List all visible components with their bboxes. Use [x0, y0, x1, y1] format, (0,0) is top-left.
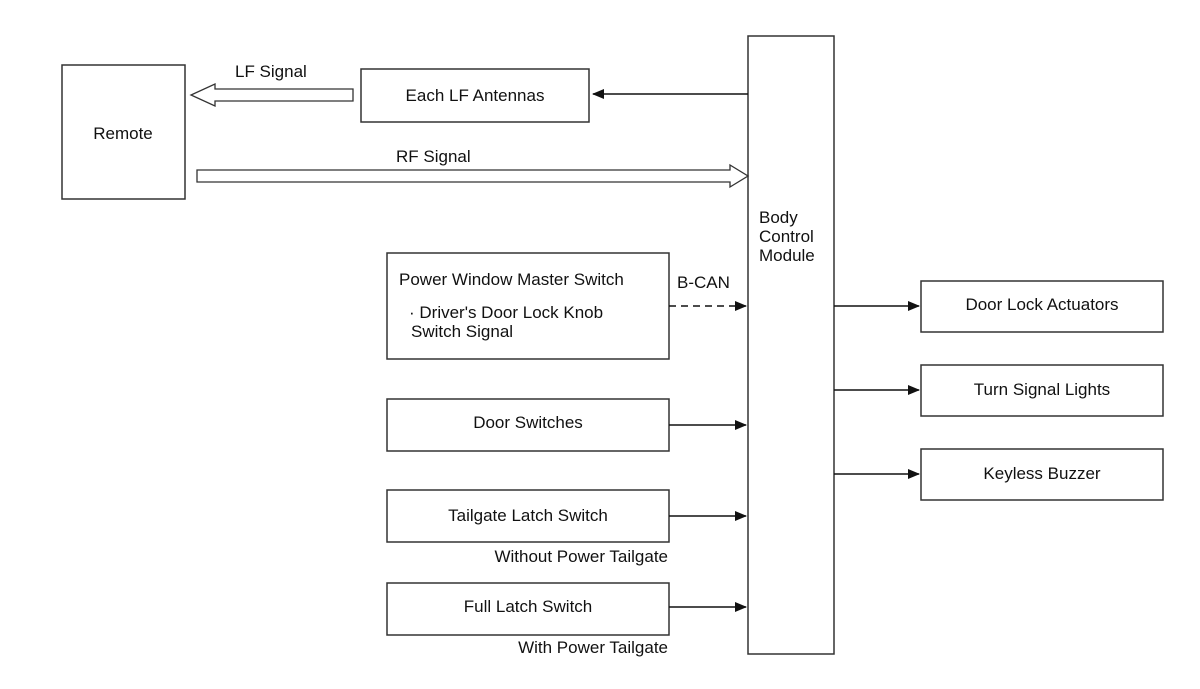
- pwm-sub-line-2: Switch Signal: [411, 322, 513, 341]
- tailgate-latch-switch-block: Tailgate Latch Switch: [386, 489, 670, 543]
- door-switches-label: Door Switches: [473, 413, 583, 432]
- lf-signal-label: LF Signal: [235, 62, 307, 81]
- door-lock-actuators-block: Door Lock Actuators: [920, 280, 1164, 333]
- full-latch-switch-label: Full Latch Switch: [464, 597, 593, 616]
- lf-antennas-label: Each LF Antennas: [406, 86, 545, 105]
- remote-block: Remote: [61, 64, 186, 200]
- with-power-tailgate-note: With Power Tailgate: [518, 638, 668, 657]
- bcan-label: B-CAN: [677, 273, 730, 292]
- rf-signal-hollow-arrow: [196, 163, 750, 189]
- turn-signal-lights-label: Turn Signal Lights: [974, 380, 1110, 399]
- bcm-label-line-3: Module: [759, 246, 815, 265]
- pwm-title: Power Window Master Switch: [399, 270, 624, 289]
- without-power-tailgate-note: Without Power Tailgate: [494, 547, 668, 566]
- pwm-sub-line-1: · Driver's Door Lock Knob: [409, 303, 603, 322]
- bcm-label-line-2: Control: [759, 227, 814, 246]
- lf-antennas-block: Each LF Antennas: [360, 68, 590, 123]
- power-window-master-switch-block: Power Window Master Switch · Driver's Do…: [386, 252, 670, 360]
- tailgate-latch-switch-label: Tailgate Latch Switch: [448, 506, 608, 525]
- keyless-buzzer-label: Keyless Buzzer: [983, 464, 1100, 483]
- bcm-label-line-1: Body: [759, 208, 798, 227]
- turn-signal-lights-block: Turn Signal Lights: [920, 364, 1164, 417]
- lf-signal-hollow-arrow: [189, 82, 354, 108]
- door-switches-block: Door Switches: [386, 398, 670, 452]
- door-lock-actuators-label: Door Lock Actuators: [965, 295, 1118, 314]
- full-latch-switch-block: Full Latch Switch: [386, 582, 670, 636]
- body-control-module-block: Body Control Module: [747, 35, 835, 655]
- remote-label: Remote: [93, 124, 153, 143]
- rf-signal-label: RF Signal: [396, 147, 471, 166]
- keyless-buzzer-block: Keyless Buzzer: [920, 448, 1164, 501]
